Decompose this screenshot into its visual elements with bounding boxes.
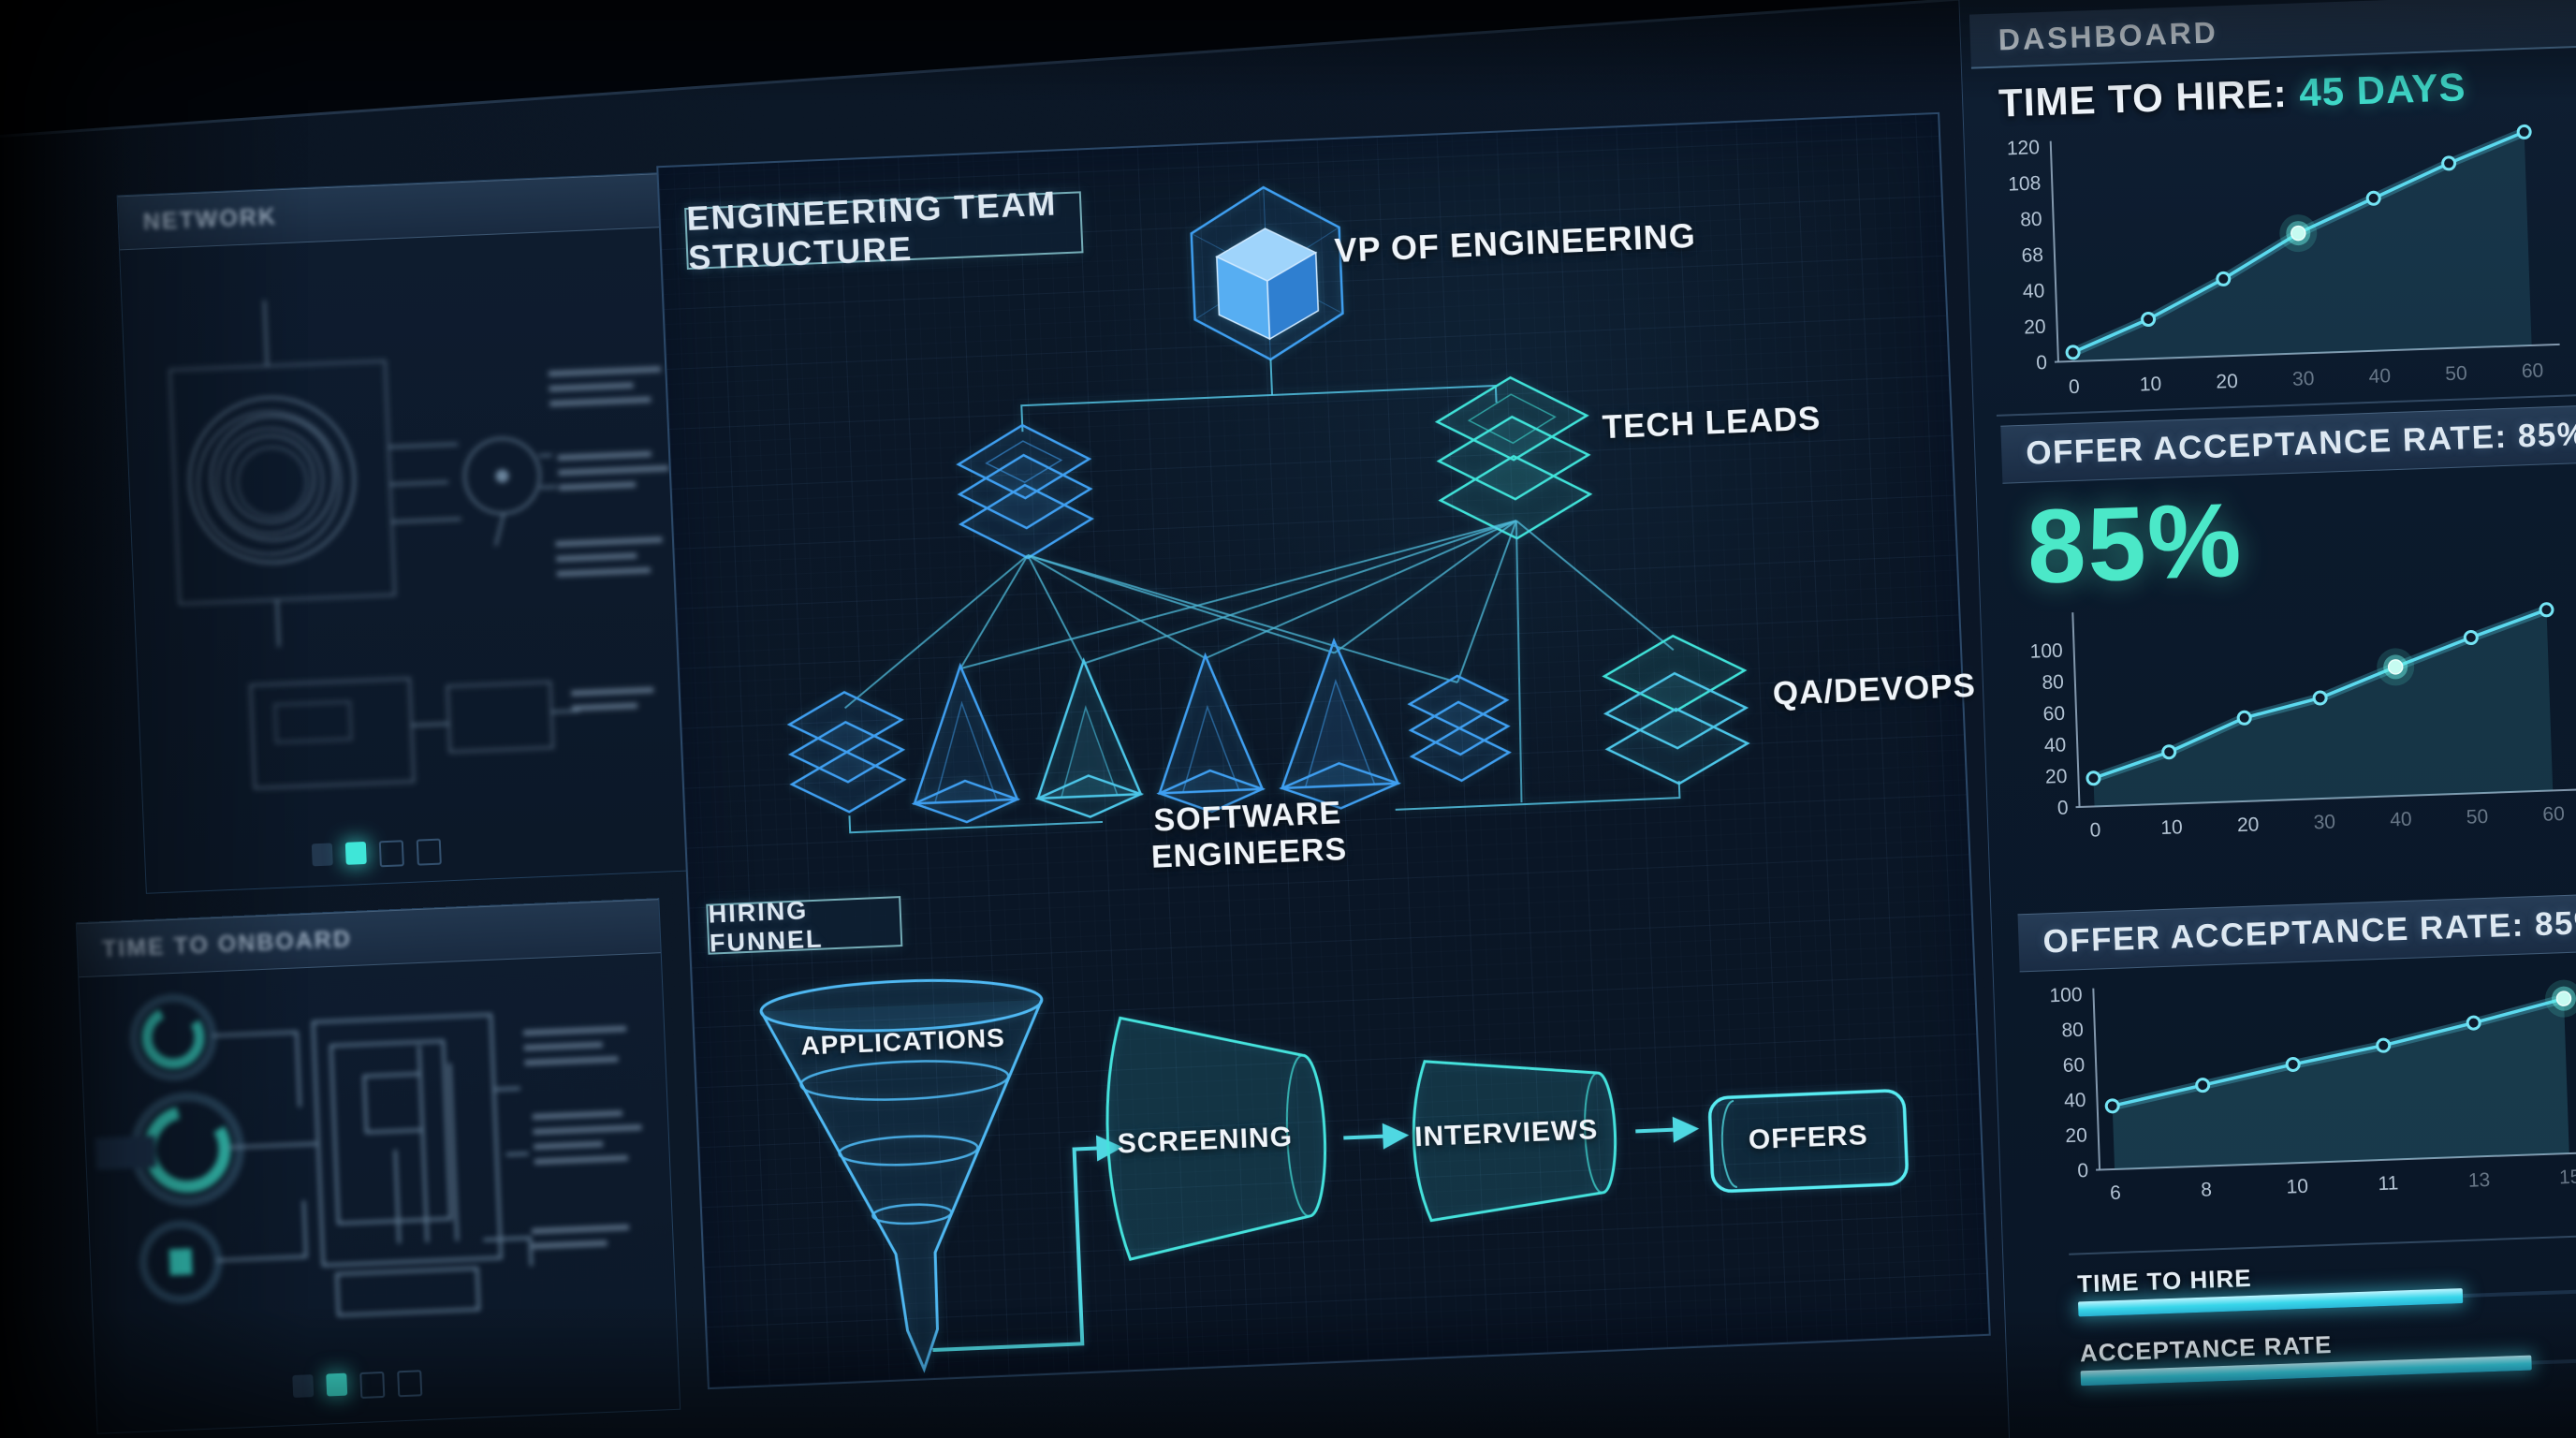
svg-text:100: 100: [2049, 984, 2083, 1006]
svg-text:50: 50: [2466, 806, 2488, 829]
pagination-dot-outline[interactable]: [416, 838, 442, 866]
secondary-pagination: [292, 1370, 423, 1401]
tech-lead-left-icon: [956, 423, 1094, 560]
acceptance-rate-chart-1: 100 80 60 40 20 00 10 20 30 40 50 60: [2029, 602, 2576, 842]
hiring-funnel-title-box: HIRING FUNNEL: [706, 896, 903, 958]
svg-text:0: 0: [2069, 376, 2080, 398]
svg-text:80: 80: [2020, 209, 2042, 231]
svg-text:10: 10: [2286, 1176, 2308, 1198]
svg-text:30: 30: [2292, 368, 2315, 390]
svg-text:20: 20: [2065, 1124, 2087, 1147]
acceptance-rate-chart-2: 100 80 60 40 20 0 6 8 10 11 13 15: [2049, 979, 2576, 1204]
team-structure-title: ENGINEERING TEAM STRUCTURE: [685, 183, 1059, 277]
org-chart-graphic: [759, 185, 1909, 1373]
acceptance-rate-header-1: OFFER ACCEPTANCE RATE: 85%: [2000, 404, 2576, 484]
secondary-panel: TIME TO ONBOARD: [75, 898, 681, 1434]
acceptance-rate-header-2: OFFER ACCEPTANCE RATE: 85%: [2017, 893, 2576, 973]
svg-text:80: 80: [2042, 671, 2064, 694]
svg-text:80: 80: [2061, 1020, 2084, 1042]
pagination-dot-dim[interactable]: [311, 843, 333, 867]
svg-text:8: 8: [2201, 1179, 2212, 1200]
software-engineers-label: SOFTWARE ENGINEERS: [1150, 795, 1348, 875]
secondary-schematic: [79, 951, 680, 1433]
svg-text:11: 11: [2378, 1172, 2399, 1195]
pagination-dot-dim[interactable]: [292, 1374, 315, 1399]
secondary-panel-title: TIME TO ONBOARD: [101, 925, 353, 962]
svg-text:10: 10: [2139, 374, 2161, 396]
pagination-dot-outline[interactable]: [397, 1370, 423, 1398]
svg-text:60: 60: [2062, 1054, 2085, 1077]
center-panel: ENGINEERING TEAM STRUCTURE VP OF ENGINEE…: [656, 111, 1991, 1390]
svg-text:20: 20: [2024, 316, 2046, 339]
arrow-interviews-offers: [1635, 1116, 1700, 1143]
network-schematic: [120, 227, 687, 893]
progress-label-acceptance-rate: ACCEPTANCE RATE: [2079, 1329, 2333, 1368]
svg-text:15: 15: [2559, 1167, 2576, 1189]
qa-devops-icon: [1602, 634, 1750, 785]
svg-text:0: 0: [2089, 819, 2100, 841]
svg-text:10: 10: [2160, 816, 2183, 839]
network-panel: NETWORK: [116, 172, 689, 894]
pagination-dot-active[interactable]: [344, 841, 367, 865]
svg-text:6: 6: [2110, 1182, 2121, 1204]
network-panel-title: NETWORK: [142, 202, 278, 235]
kpi-value: 45 DAYS: [2298, 65, 2467, 115]
svg-text:60: 60: [2542, 803, 2565, 826]
pagination-dot-outline[interactable]: [359, 1371, 386, 1399]
network-pagination: [311, 838, 442, 871]
hiring-funnel-title: HIRING FUNNEL: [708, 896, 825, 958]
svg-text:13: 13: [2467, 1169, 2490, 1192]
svg-text:60: 60: [2522, 360, 2544, 382]
svg-text:68: 68: [2021, 244, 2043, 267]
progress-label-time-to-hire: TIME TO HIRE: [2076, 1263, 2253, 1299]
arrow-screening-interviews: [1343, 1123, 1410, 1150]
svg-text:40: 40: [2023, 280, 2045, 302]
svg-text:40: 40: [2043, 734, 2066, 756]
svg-text:50: 50: [2445, 362, 2467, 385]
svg-text:108: 108: [2008, 172, 2042, 195]
svg-text:120: 120: [2007, 137, 2041, 159]
svg-text:100: 100: [2029, 640, 2063, 663]
svg-text:20: 20: [2045, 766, 2068, 788]
svg-text:20: 20: [2237, 814, 2260, 836]
svg-text:60: 60: [2042, 703, 2065, 726]
svg-text:0: 0: [2036, 352, 2047, 374]
svg-text:40: 40: [2064, 1090, 2086, 1112]
pagination-dot-outline[interactable]: [378, 840, 404, 868]
svg-text:40: 40: [2390, 809, 2412, 831]
dashboard-title: DASHBOARD: [1998, 14, 2219, 57]
team-structure-title-box: ENGINEERING TEAM STRUCTURE: [684, 183, 1084, 277]
tech-lead-right-icon: [1434, 375, 1593, 540]
dashboard-header-bar: DASHBOARD: [1969, 0, 2576, 69]
svg-text:20: 20: [2216, 371, 2238, 393]
svg-text:0: 0: [2056, 797, 2068, 818]
time-to-hire-chart: 120 108 80 68 40 20 00 10 20 30 40 50 60: [2007, 124, 2560, 398]
pagination-dot-active[interactable]: [326, 1372, 348, 1397]
acceptance-rate-title-1: OFFER ACCEPTANCE RATE: 85%: [2025, 415, 2576, 472]
svg-text:40: 40: [2368, 365, 2391, 388]
acceptance-rate-title-2: OFFER ACCEPTANCE RATE: 85%: [2042, 903, 2576, 961]
kpi-label: TIME TO HIRE:: [1998, 70, 2289, 125]
divider: [2069, 1235, 2576, 1255]
vp-node-icon: [1190, 185, 1344, 361]
acceptance-rate-big-value: 85%: [2025, 480, 2246, 606]
svg-text:0: 0: [2077, 1160, 2088, 1181]
svg-text:30: 30: [2313, 812, 2335, 834]
